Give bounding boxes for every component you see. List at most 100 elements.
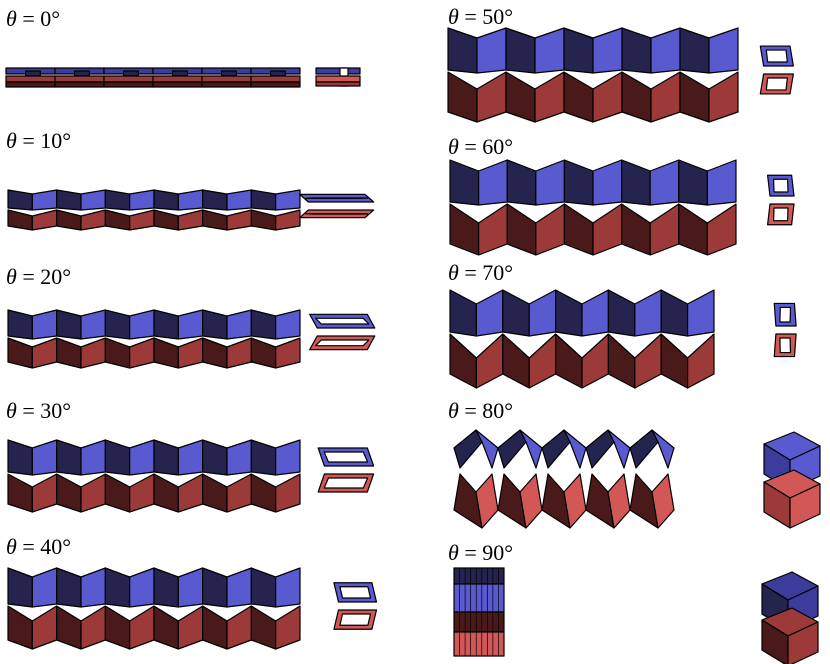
red-panel-left xyxy=(104,337,131,369)
red-panel-right xyxy=(226,605,252,650)
red-panel-right xyxy=(475,333,504,389)
blue-panel-left xyxy=(541,429,571,469)
blue-panel-right xyxy=(686,289,715,337)
blue-panel-left xyxy=(56,439,82,476)
red-panel-left xyxy=(505,71,536,123)
tube-strip-10 xyxy=(7,189,301,231)
blue-panel-right xyxy=(31,309,58,340)
blue-panel-right xyxy=(177,189,204,211)
red-panel-left xyxy=(449,203,480,256)
side-view-20 xyxy=(309,313,376,351)
red-panel-right xyxy=(651,473,675,529)
red-panel-right xyxy=(592,203,623,256)
blue-panel-left xyxy=(563,159,594,206)
side-block-90-red xyxy=(761,607,819,664)
red-panel-right xyxy=(31,473,58,513)
red-panel-left xyxy=(620,203,651,256)
red-panel-right xyxy=(80,209,106,231)
tube-strip-80 xyxy=(453,429,675,529)
red-panel-left xyxy=(502,333,530,389)
blue-panel-left xyxy=(660,289,689,337)
side-red-hole xyxy=(772,207,789,222)
theta-symbol: θ xyxy=(6,128,17,153)
blue-panel-right xyxy=(607,429,631,469)
red-layer-bottom xyxy=(152,81,203,88)
red-panel-right xyxy=(275,337,301,369)
blue-panel-left xyxy=(497,429,527,469)
blue-panel-right xyxy=(563,429,587,469)
red-panel-right xyxy=(275,209,301,231)
theta-symbol: θ xyxy=(6,398,17,423)
blue-panel-right xyxy=(581,289,610,337)
blue-panel-left xyxy=(585,429,615,469)
red-panel-left xyxy=(56,337,82,369)
red-panel-right xyxy=(686,333,715,389)
blue-panel-left xyxy=(607,289,636,337)
theta-symbol: θ xyxy=(448,398,459,423)
blue-panel-right xyxy=(31,567,58,608)
red-panel-right xyxy=(129,473,155,513)
red-panel-left xyxy=(104,473,131,513)
red-layer-bottom xyxy=(103,81,154,88)
blue-panel-left xyxy=(502,289,530,337)
side-blue-hole xyxy=(765,49,788,63)
red-panel-right xyxy=(177,209,204,231)
red-layer xyxy=(5,75,56,83)
blue-panel-left xyxy=(202,309,228,340)
blue-panel-left xyxy=(505,27,536,74)
side-blue-hole xyxy=(323,451,369,463)
side-blue-hole xyxy=(339,586,372,599)
red-panel-right xyxy=(31,209,58,231)
blue-panel-right xyxy=(226,189,252,211)
blue-panel-left xyxy=(202,439,228,476)
blue-panel-right xyxy=(31,439,58,476)
red-panel-right xyxy=(592,71,623,123)
tube-strip-50 xyxy=(447,27,739,123)
side-blue xyxy=(315,67,361,75)
red-panel-left xyxy=(506,203,537,256)
theta-symbol: θ xyxy=(448,260,459,285)
blue-panel-left xyxy=(453,429,483,469)
red-panel-left xyxy=(7,473,33,513)
blue-panel-left xyxy=(7,439,33,476)
red-layer xyxy=(103,75,154,83)
red-panel-right xyxy=(31,605,58,650)
red-panel-left xyxy=(250,473,277,513)
red-panel-left xyxy=(563,71,594,123)
red-panel-left xyxy=(56,209,82,231)
red-panel-left xyxy=(7,605,33,650)
red-layer-bottom xyxy=(250,81,301,88)
blue-panel-right xyxy=(177,567,204,608)
blue-panel-right xyxy=(80,309,106,340)
angle-value: 10° xyxy=(40,128,72,153)
blue-panel-right xyxy=(177,439,204,476)
blue-panel-left xyxy=(621,27,652,74)
blue-panel-left xyxy=(7,567,33,608)
side-blue-hole xyxy=(315,317,370,325)
blue-panel-left xyxy=(554,289,583,337)
red-layer-bottom xyxy=(5,81,56,88)
red-panel-left xyxy=(153,605,179,650)
side-blue-hole xyxy=(772,178,789,193)
red-panel-left xyxy=(621,71,652,123)
red-panel-left xyxy=(104,605,131,650)
blue-panel-right xyxy=(275,439,301,476)
tube-flat-0 xyxy=(5,67,301,88)
red-panel-right xyxy=(535,203,566,256)
red-panel-right xyxy=(129,209,155,231)
blue-panel-right xyxy=(478,159,508,206)
blue-panel-right xyxy=(592,159,623,206)
theta-symbol: θ xyxy=(448,134,459,159)
red-panel-left xyxy=(56,605,82,650)
blue-panel-right xyxy=(275,309,301,340)
tube-strip-30 xyxy=(7,439,301,513)
blue-panel-left xyxy=(202,567,228,608)
side-view-60 xyxy=(766,174,795,226)
angle-value: 90° xyxy=(482,540,514,565)
red-panel-left xyxy=(153,209,179,231)
blue-panel-left xyxy=(449,159,480,206)
red-panel-left xyxy=(678,203,709,256)
side-red-bottom xyxy=(315,81,361,87)
red-panel-left xyxy=(250,337,277,369)
red-panel-right xyxy=(476,71,507,123)
